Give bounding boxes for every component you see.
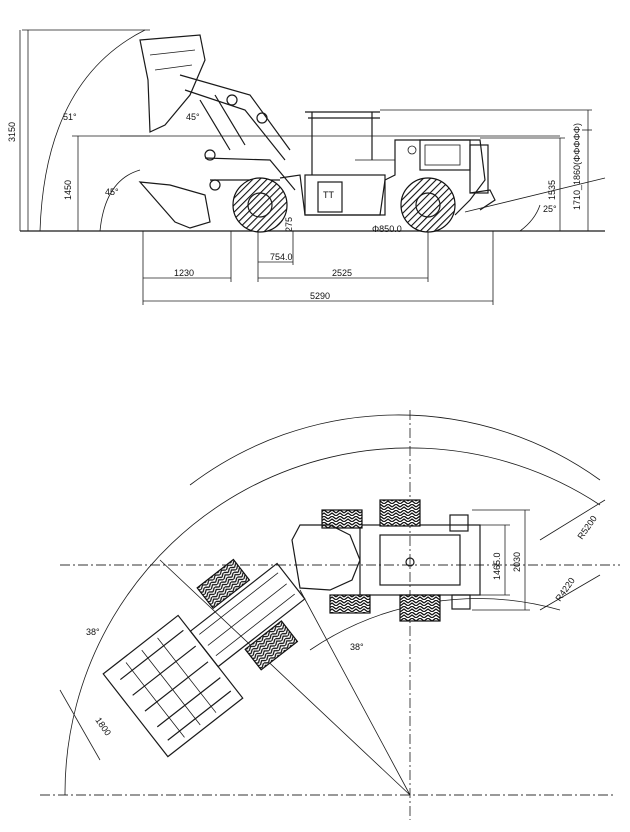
dump-arc [39,29,146,232]
clearance-label: 275 [284,217,294,232]
dump-angle-low: 45° [105,187,119,197]
tyre-diameter-label: Φ850.0 [372,224,402,234]
bucket-lowered [138,181,211,229]
height-total-label: 3150 [7,122,17,142]
canopy [305,111,380,175]
articulation-joint [291,524,361,591]
engine-hood [419,139,471,171]
top-view: 38° 38° 1800 1465.0 2030 R4220 R5200 [40,410,620,820]
rear-wheel [400,177,456,233]
total-length-label: 5290 [310,291,330,301]
rear-height-label: 1535 [547,180,557,200]
cab-height-label: 1710_1860(ΦΦΦΦΦ) [572,123,582,210]
rear-right-tyre [399,594,441,622]
dump-angle-top: 51° [63,112,77,122]
side-view: 3150 1450 51° 45° 45° TT [7,29,606,305]
right-steer-angle: 38° [350,642,364,652]
left-steer-angle: 38° [86,627,100,637]
total-width-label: 2030 [512,552,522,572]
outer-radius-label: R5200 [575,514,598,541]
outer-turning-arc [64,447,601,796]
dump-angle-mid: 45° [186,112,200,122]
bucket-raised [139,34,206,133]
rear-left-tyre [379,499,421,527]
wheelbase-label: 2525 [332,268,352,278]
pin-height-label: 1450 [63,180,73,200]
inner-radius-label: R4220 [553,576,576,603]
bucket-top-view [102,614,244,758]
lift-arm [179,74,291,161]
bucket-width-label: 1800 [93,715,113,737]
svg-text:TT: TT [323,190,334,200]
center-frame [304,174,386,216]
axle-offset-label: 754.0 [270,252,293,262]
body-width-label: 1465.0 [492,552,502,580]
front-frame [102,558,306,758]
departure-angle: 25° [543,204,557,214]
front-wheel [232,177,288,233]
front-overhang-label: 1230 [174,268,194,278]
